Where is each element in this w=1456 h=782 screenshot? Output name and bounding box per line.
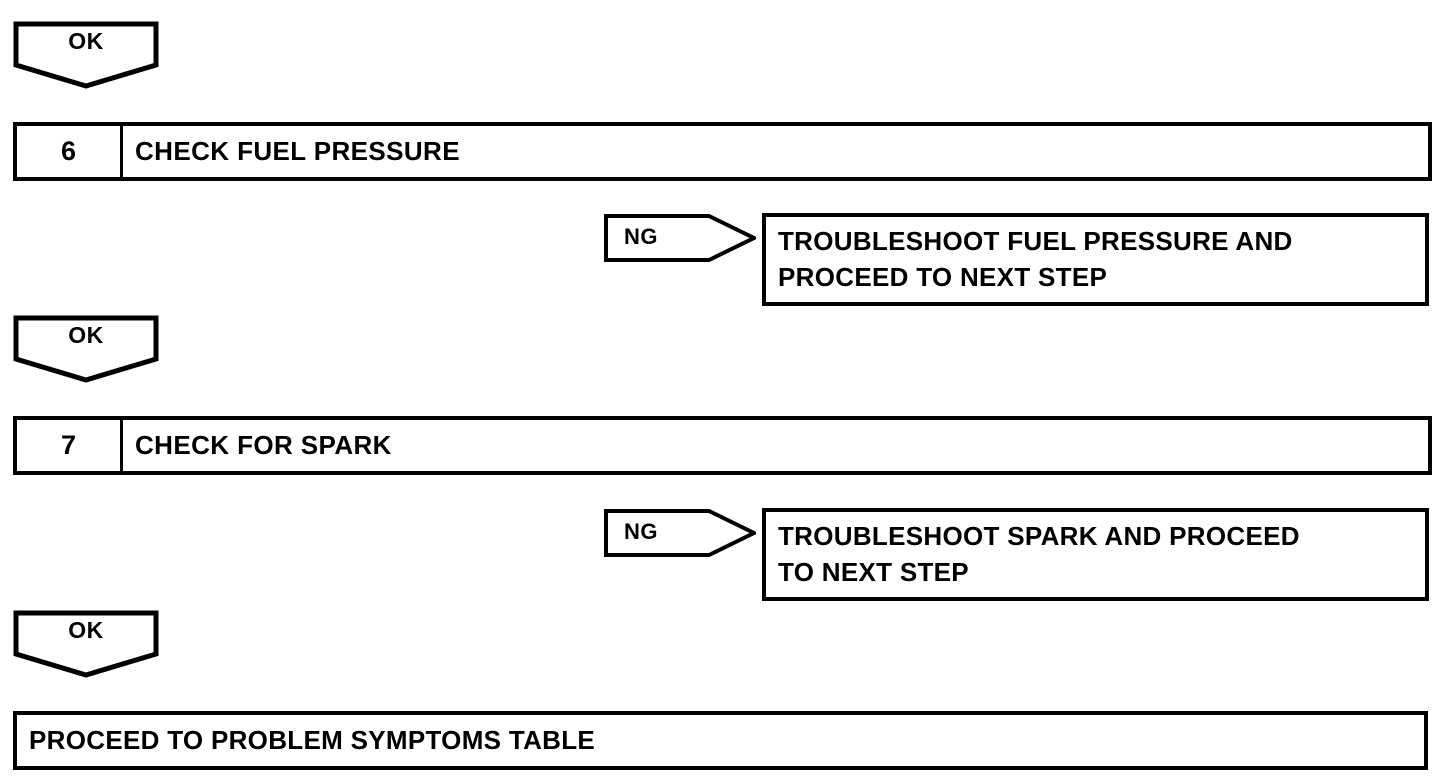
ng-arrow-label: NG: [624, 224, 658, 249]
final-box-problem-symptoms[interactable]: PROCEED TO PROBLEM SYMPTOMS TABLE: [13, 711, 1428, 770]
step-number-6: 6: [17, 126, 123, 177]
result-box-fuel-pressure[interactable]: TROUBLESHOOT FUEL PRESSURE AND PROCEED T…: [762, 213, 1429, 306]
ok-connector-label: OK: [68, 28, 104, 54]
step-title-6: CHECK FUEL PRESSURE: [135, 136, 460, 166]
ok-pentagon-shape: [13, 610, 159, 678]
ok-connector-label: OK: [68, 322, 104, 348]
step-row-7[interactable]: 7 CHECK FOR SPARK: [13, 416, 1432, 475]
result-box-line-1: TROUBLESHOOT FUEL PRESSURE AND: [778, 226, 1293, 256]
ok-pentagon-shape: [13, 315, 159, 383]
ng-arrow-1: NG: [604, 214, 756, 262]
ng-arrow-shape: [604, 214, 756, 262]
result-box-line-2: TO NEXT STEP: [778, 557, 969, 587]
ok-connector-1: OK: [13, 21, 159, 89]
ok-pentagon-shape: [13, 21, 159, 89]
result-box-spark[interactable]: TROUBLESHOOT SPARK AND PROCEED TO NEXT S…: [762, 508, 1429, 601]
result-box-line-2: PROCEED TO NEXT STEP: [778, 262, 1108, 292]
ng-arrow-shape: [604, 509, 756, 557]
ok-connector-3: OK: [13, 610, 159, 678]
step-number-7: 7: [17, 420, 123, 471]
step-title-7: CHECK FOR SPARK: [135, 430, 392, 460]
ok-connector-2: OK: [13, 315, 159, 383]
final-box-label: PROCEED TO PROBLEM SYMPTOMS TABLE: [29, 725, 596, 755]
step-row-6[interactable]: 6 CHECK FUEL PRESSURE: [13, 122, 1432, 181]
result-box-line-1: TROUBLESHOOT SPARK AND PROCEED: [778, 521, 1300, 551]
ok-connector-label: OK: [68, 617, 104, 643]
ng-arrow-label: NG: [624, 519, 658, 544]
ng-arrow-2: NG: [604, 509, 756, 557]
